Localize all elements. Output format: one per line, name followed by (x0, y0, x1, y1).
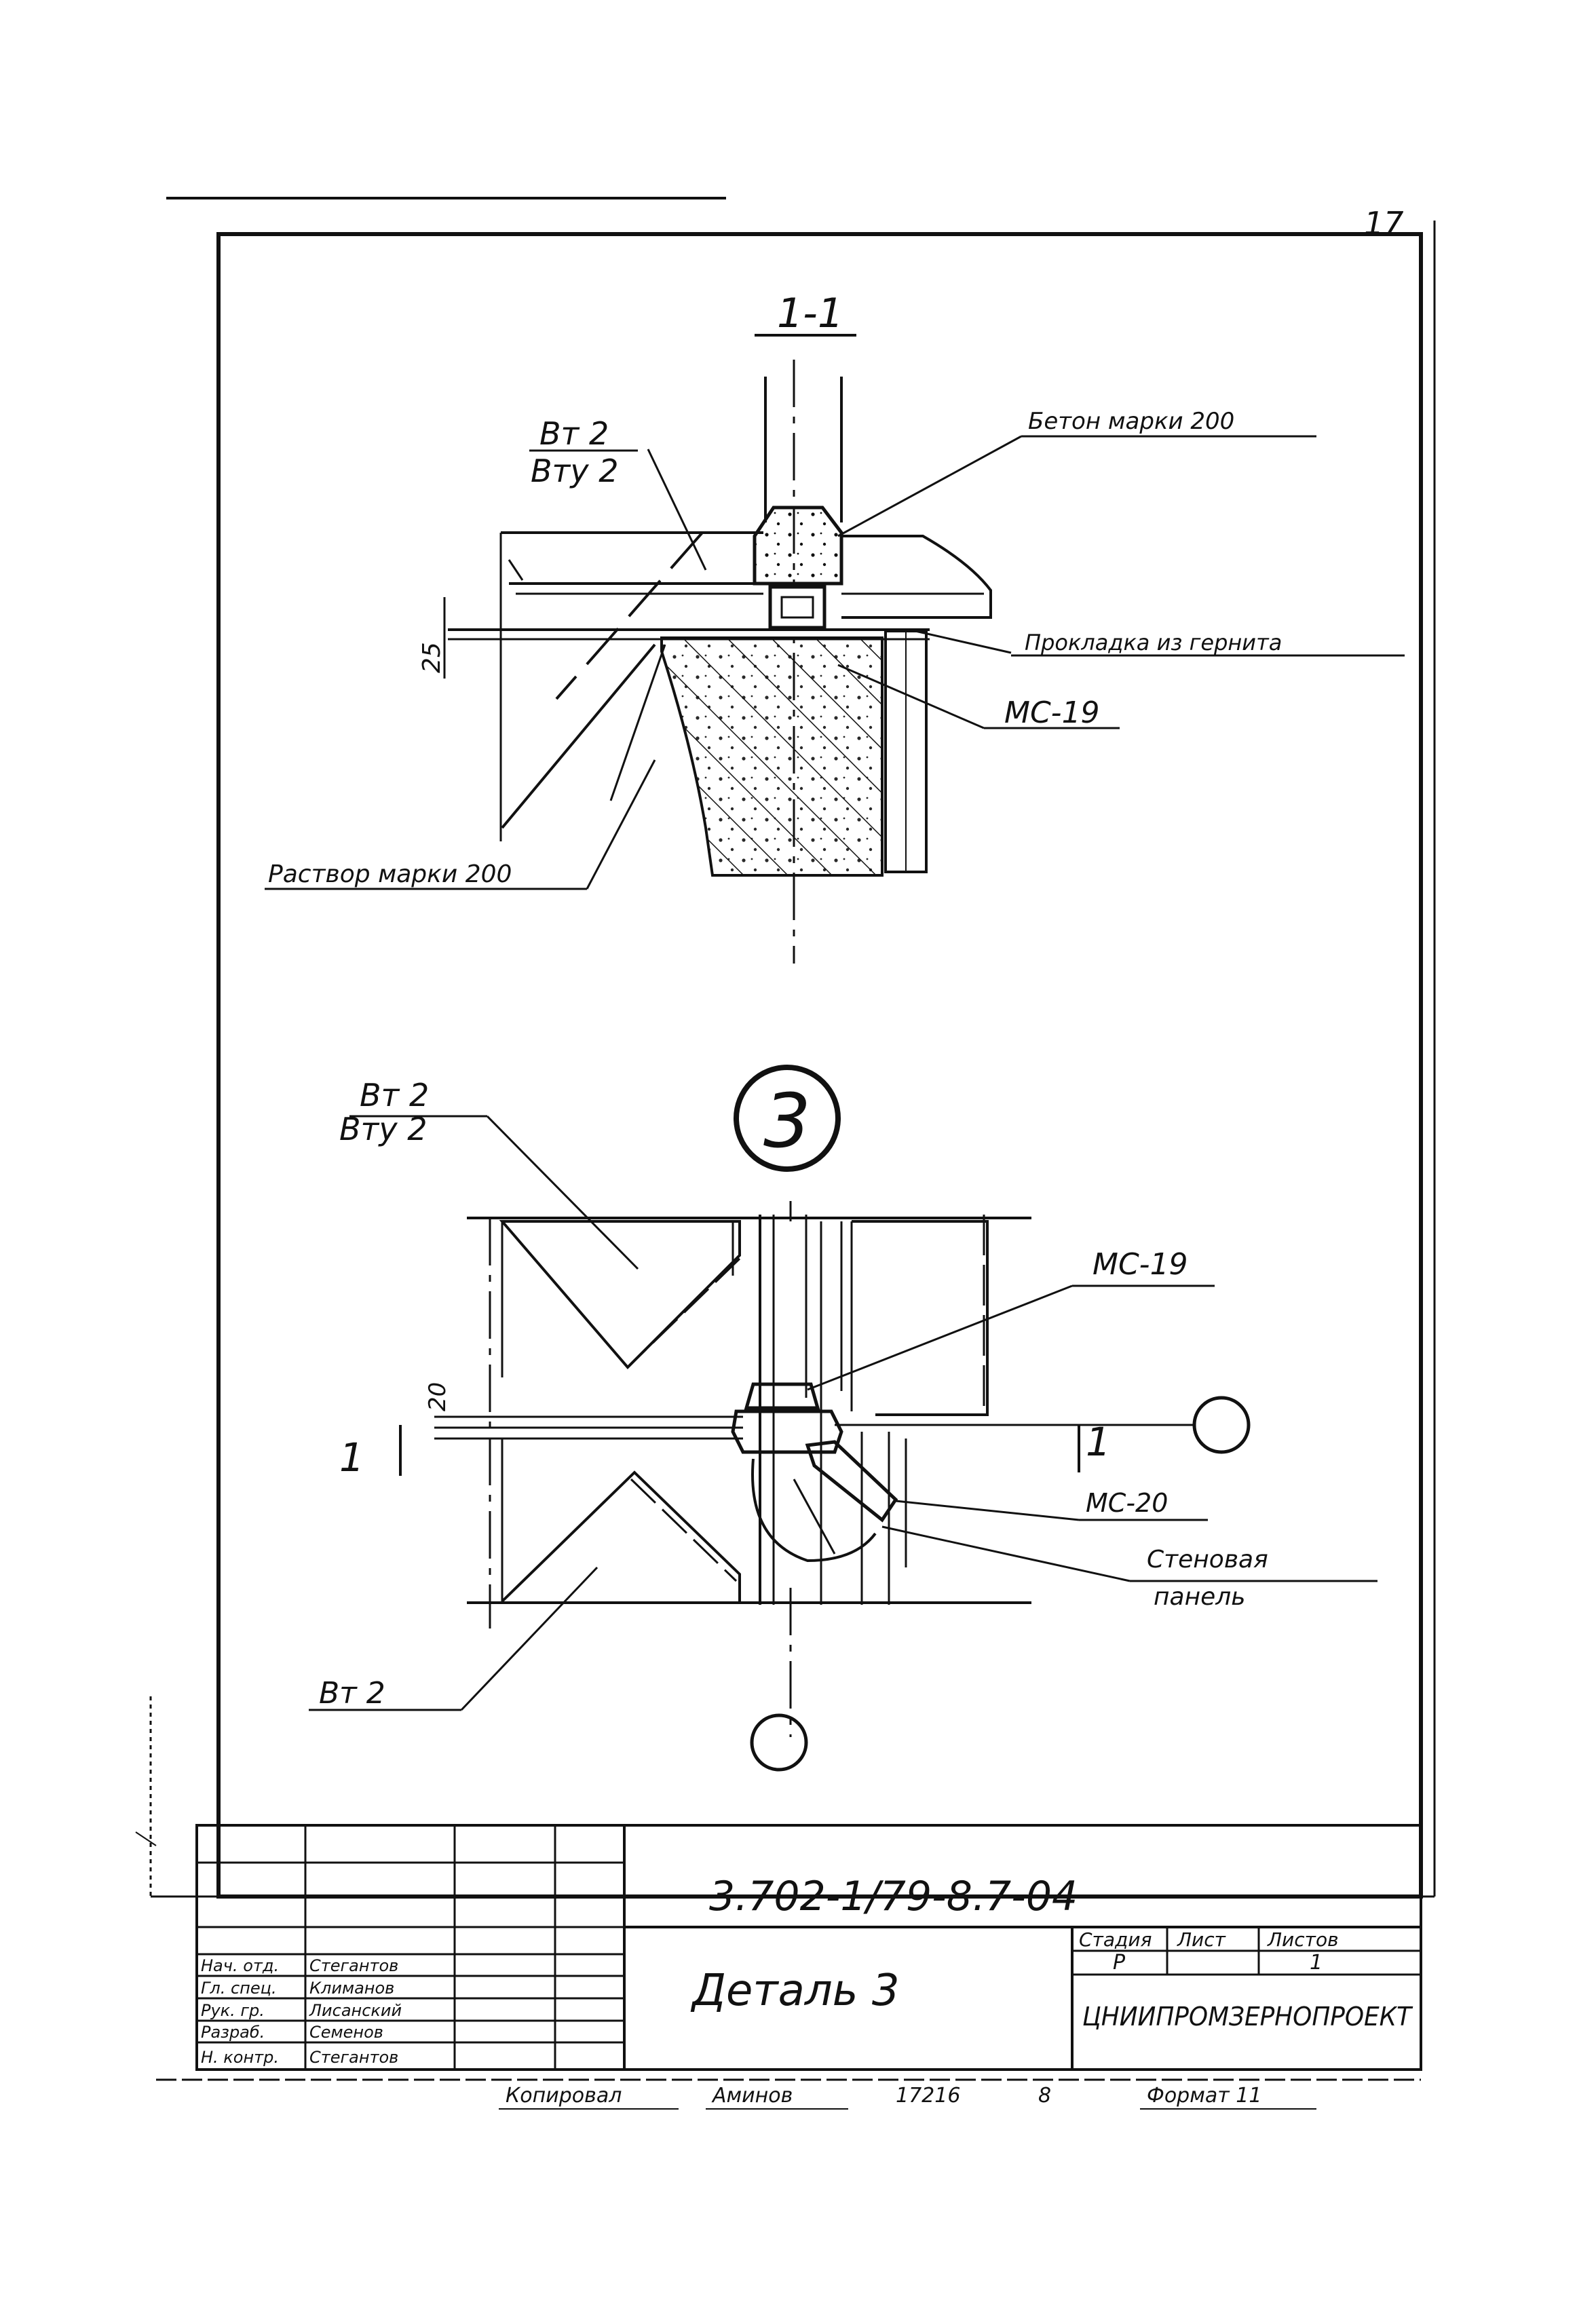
sheet-header: Лист (1177, 1928, 1226, 1951)
role-1: Нач. отд. (201, 1956, 279, 1975)
name-2: Климанов (309, 1979, 394, 1998)
label-rebar-top: Вт 2 (539, 415, 609, 452)
label-embedded-part: МС-19 (1004, 696, 1100, 730)
organization: ЦНИИПРОМЗЕРНОПРОЕКТ (1082, 2002, 1413, 2032)
title-block: 3.702-1/79-8.7-04 Деталь 3 Стадия Лист Л… (156, 1824, 1422, 2110)
role-4: Разраб. (201, 2023, 265, 2042)
axis-bubble-right (1192, 1396, 1251, 1454)
bottom-strip-3: 17216 (896, 2084, 960, 2108)
stage-header: Стадия (1079, 1928, 1152, 1951)
name-5: Стегантов (309, 2048, 398, 2067)
label-mortar: Раствор марки 200 (268, 860, 512, 888)
section-marker-left: 1 (339, 1434, 364, 1481)
sheet-frame (135, 197, 1436, 1899)
label-wall-panel-1: Стеновая (1147, 1546, 1268, 1574)
dimension-25: 25 (418, 642, 446, 673)
embedded-part-mc20 (805, 1440, 898, 1523)
document-code: 3.702-1/79-8.7-04 (709, 1873, 1078, 1920)
detail-3-marker (734, 1065, 841, 1172)
label-concrete: Бетон марки 200 (1028, 408, 1234, 435)
concrete-cap (753, 506, 843, 586)
label-rebar-lower-d3: Вт 2 (319, 1676, 385, 1711)
label-rebar-bottom-d3: Вту 2 (339, 1111, 427, 1147)
label-rebar-bottom: Вту 2 (531, 453, 618, 489)
detail-3: 3 (309, 1065, 1378, 1772)
label-rebar-top-d3: Вт 2 (360, 1077, 429, 1113)
label-wall-panel-2: панель (1154, 1583, 1246, 1611)
section-1-1: 1-1 25 (265, 290, 1405, 964)
stage-value: Р (1113, 1951, 1126, 1975)
embedded-part-mc19 (768, 585, 826, 630)
role-2: Гл. спец. (201, 1979, 277, 1998)
sheets-value: 1 (1310, 1951, 1323, 1975)
sheet-title: Деталь 3 (690, 1966, 900, 2016)
sheet-number: 17 (1364, 205, 1404, 242)
name-3: Лисанский (309, 2001, 402, 2020)
bottom-strip-4: 8 (1038, 2084, 1051, 2108)
label-gasket: Прокладка из гернита (1025, 630, 1282, 655)
detail-3-number: 3 (763, 1078, 811, 1164)
section-marker-right: 1 (1086, 1419, 1111, 1465)
dimension-20: 20 (424, 1382, 451, 1411)
bottom-strip-2: Аминов (711, 2084, 793, 2108)
name-4: Семенов (309, 2023, 383, 2042)
label-embedded-part-d3: МС-19 (1092, 1247, 1188, 1282)
name-1: Стегантов (309, 1956, 398, 1975)
axis-bubble-bottom (750, 1713, 808, 1772)
sheets-header: Листов (1267, 1928, 1339, 1951)
bottom-strip-5: Формат 11 (1147, 2084, 1261, 2108)
role-3: Рук. гр. (201, 2001, 265, 2020)
section-1-1-title: 1-1 (777, 290, 843, 337)
role-5: Н. контр. (201, 2048, 279, 2067)
embedded-part-mc19-detail (744, 1382, 820, 1410)
bottom-strip-1: Копировал (506, 2084, 622, 2108)
label-embedded-part-2-d3: МС-20 (1086, 1488, 1168, 1518)
